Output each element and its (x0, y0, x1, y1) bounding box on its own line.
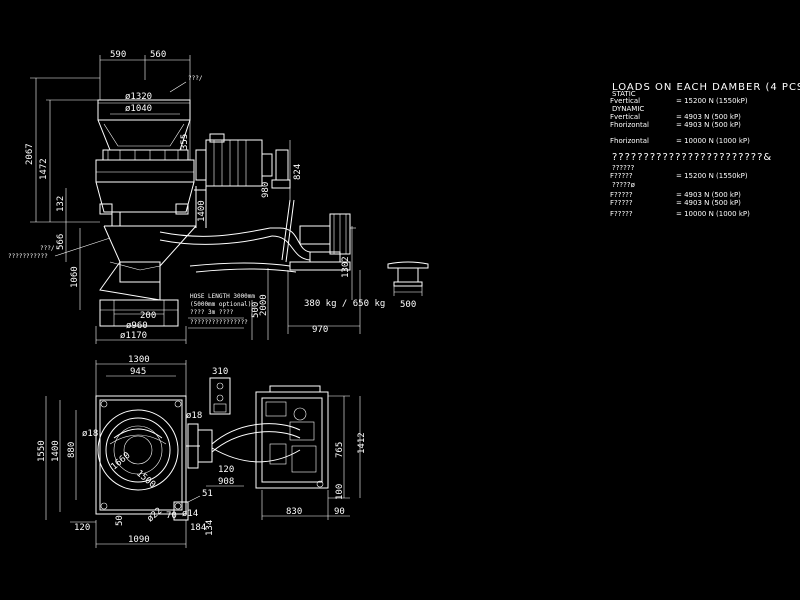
dim-310: 310 (212, 367, 228, 377)
alt-sub-2: ?????ø (612, 181, 636, 189)
callout-top: ???/ (188, 75, 203, 82)
dim-1090: 1090 (128, 535, 150, 545)
weight: 380 kg / 650 kg (304, 299, 385, 309)
alt-sub-1: ?????? (612, 164, 635, 172)
dim-908: 908 (218, 477, 234, 487)
r-1660: 1660 (110, 451, 133, 473)
dim-980: 980 (261, 182, 271, 198)
dim-970: 970 (312, 325, 328, 335)
dim-184: 184 (190, 523, 206, 533)
dim-100: 100 (335, 484, 345, 500)
dim-132: 132 (56, 196, 66, 212)
dim-1300: 1300 (128, 355, 150, 365)
alt-row-3-value: = 4903 N (500 kP) (676, 199, 741, 207)
load-row-3-value: = 4903 N (500 kP) (676, 121, 741, 129)
dim-824: 824 (293, 164, 303, 180)
hose-note-4: ???????????????? (190, 319, 248, 326)
load-row-4-value: = 10000 N (1000 kP) (676, 137, 750, 145)
dim-355: 355 (180, 134, 190, 150)
dim-90: 90 (334, 507, 345, 517)
dia-960: ø960 (126, 321, 148, 331)
dia-1320: ø1320 (125, 92, 152, 102)
dim-120b: 120 (74, 523, 90, 533)
dim-134: 134 (205, 520, 215, 536)
dim-2000: 2000 (259, 294, 269, 316)
dim-1400-side: 1400 (197, 200, 207, 222)
dia-18-right: ø18 (186, 411, 202, 421)
dim-945: 945 (130, 367, 146, 377)
alt-row-2-name: F????? (610, 191, 633, 199)
dim-880: 880 (67, 442, 77, 458)
dim-14: ø14 (182, 509, 198, 519)
dim-200: 200 (140, 311, 156, 321)
alt-row-1-value: = 15200 N (1550kP) (676, 172, 748, 180)
callout-left-2: ??????????? (8, 253, 48, 260)
dia-1170: ø1170 (120, 331, 147, 341)
dia-18-left: ø18 (82, 429, 98, 439)
static-label: STATIC (612, 90, 636, 98)
hose-note-1: HOSE LENGTH 3000mm (190, 293, 255, 300)
hose-note-3: ???? 3m ???? (190, 309, 234, 316)
alt-row-1-name: F????? (610, 172, 633, 180)
dim-560: 560 (150, 50, 166, 60)
load-row-3-name: Fhorizontal (610, 121, 649, 129)
load-row-2-name: Fvertical (610, 113, 640, 121)
dim-70: 70 (166, 511, 177, 521)
dim-1400-plan: 1400 (51, 440, 61, 462)
dia-1040: ø1040 (125, 104, 152, 114)
dynamic-label: DYNAMIC (612, 105, 644, 113)
callout-left-1: ???/ (40, 245, 55, 252)
load-row-4-name: Fhorizontal (610, 137, 649, 145)
dim-50: 50 (115, 515, 125, 526)
dim-120a: 120 (218, 465, 234, 475)
loads-title: LOADS ON EACH DAMBER (4 PCS) (612, 82, 800, 93)
dim-1302: 1302 (341, 256, 351, 278)
loads-table: LOADS ON EACH DAMBER (4 PCS) STATIC Fver… (610, 82, 800, 218)
load-row-1-name: Fvertical (610, 97, 640, 105)
plan-view: 1300 945 310 1550 1400 880 ø18 ø18 1660 … (37, 355, 367, 548)
dim-2067: 2067 (25, 143, 35, 165)
alt-row-4-value: = 10000 N (1000 kP) (676, 210, 750, 218)
load-row-1-value: = 15200 N (1550kP) (676, 97, 748, 105)
alt-row-4-name: F????? (610, 210, 633, 218)
hose-note-2: (5000mm optional) (190, 301, 251, 308)
dim-1060: 1060 (70, 266, 80, 288)
loads-title-alt: ????????????????????????& (612, 152, 772, 163)
dim-830: 830 (286, 507, 302, 517)
dim-51: 51 (202, 489, 213, 499)
dim-566: 566 (56, 234, 66, 250)
alt-row-2-value: = 4903 N (500 kP) (676, 191, 741, 199)
dim-590: 590 (110, 50, 126, 60)
load-row-2-value: = 4903 N (500 kP) (676, 113, 741, 121)
dim-765: 765 (335, 442, 345, 458)
dim-1472: 1472 (39, 158, 49, 180)
alt-row-3-name: F????? (610, 199, 633, 207)
dim-500-side: 500 (251, 302, 261, 318)
dim-1550: 1550 (37, 440, 47, 462)
side-view: 590 560 ???/ 2067 1472 132 566 1060 ???/… (8, 50, 429, 344)
dim-22: ø22 (146, 506, 165, 524)
dim-1412: 1412 (357, 432, 367, 454)
dim-500-damper: 500 (400, 300, 416, 310)
